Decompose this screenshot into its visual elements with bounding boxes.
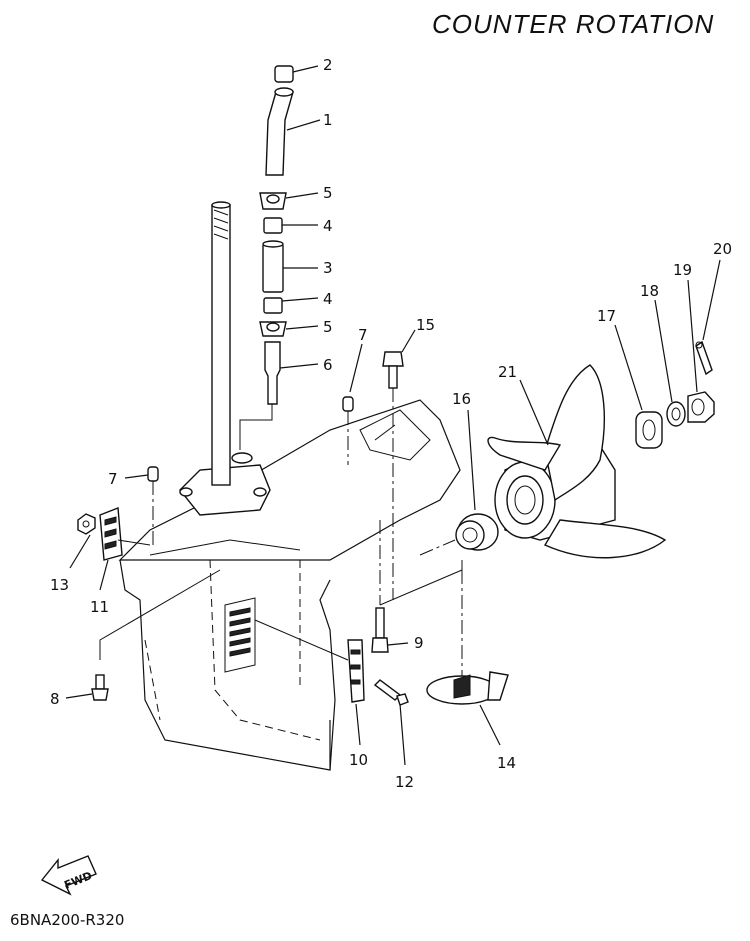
callout-5-upper: 5 <box>323 184 333 202</box>
callout-5-lower: 5 <box>323 318 333 336</box>
callout-20: 20 <box>713 240 732 258</box>
drive-shaft <box>211 201 231 486</box>
anode-10 <box>254 619 365 703</box>
leader-lines <box>65 65 721 766</box>
diagram-title: COUNTER ROTATION <box>432 9 714 39</box>
callout-18: 18 <box>640 282 659 300</box>
lower-case-housing <box>118 399 461 771</box>
callout-4-upper: 4 <box>323 217 333 235</box>
bolt-12 <box>373 679 409 706</box>
propeller <box>487 364 667 559</box>
dowel-pin-lower <box>147 466 159 482</box>
callout-19: 19 <box>673 261 692 279</box>
callout-16: 16 <box>452 390 471 408</box>
callout-12: 12 <box>395 773 414 791</box>
callout-2: 2 <box>323 56 333 74</box>
anode-11 <box>99 507 151 561</box>
callout-labels: 2 1 5 4 3 4 5 6 7 7 15 16 21 17 18 19 20… <box>50 56 732 791</box>
callout-15: 15 <box>416 316 435 334</box>
callout-3: 3 <box>323 259 333 277</box>
callout-8: 8 <box>50 690 60 708</box>
nut-13 <box>77 513 96 535</box>
callout-1: 1 <box>323 111 333 129</box>
callout-7-lower: 7 <box>108 470 118 488</box>
water-tube-assembly <box>239 65 294 450</box>
bolt-15 <box>382 351 404 600</box>
callout-7-upper: 7 <box>358 326 368 344</box>
spacer-17 <box>635 411 663 449</box>
callout-11: 11 <box>90 598 109 616</box>
bolt-9 <box>371 520 389 653</box>
callout-13: 13 <box>50 576 69 594</box>
trim-tab-anode <box>379 560 509 705</box>
callout-17: 17 <box>597 307 616 325</box>
prop-nut-19 <box>687 391 715 423</box>
callout-10: 10 <box>349 751 368 769</box>
callout-4-lower: 4 <box>323 290 333 308</box>
dowel-pin-upper <box>342 396 354 412</box>
fwd-arrow: FWD <box>40 855 97 896</box>
cotter-pin-20 <box>695 340 713 376</box>
diagram-code: 6BNA200-R320 <box>10 911 124 929</box>
thrust-hub <box>419 513 499 556</box>
callout-14: 14 <box>497 754 516 772</box>
callout-6: 6 <box>323 356 333 374</box>
bolt-8 <box>91 569 221 701</box>
callout-9: 9 <box>414 634 424 652</box>
callout-21: 21 <box>498 363 517 381</box>
washer-18 <box>666 401 686 427</box>
